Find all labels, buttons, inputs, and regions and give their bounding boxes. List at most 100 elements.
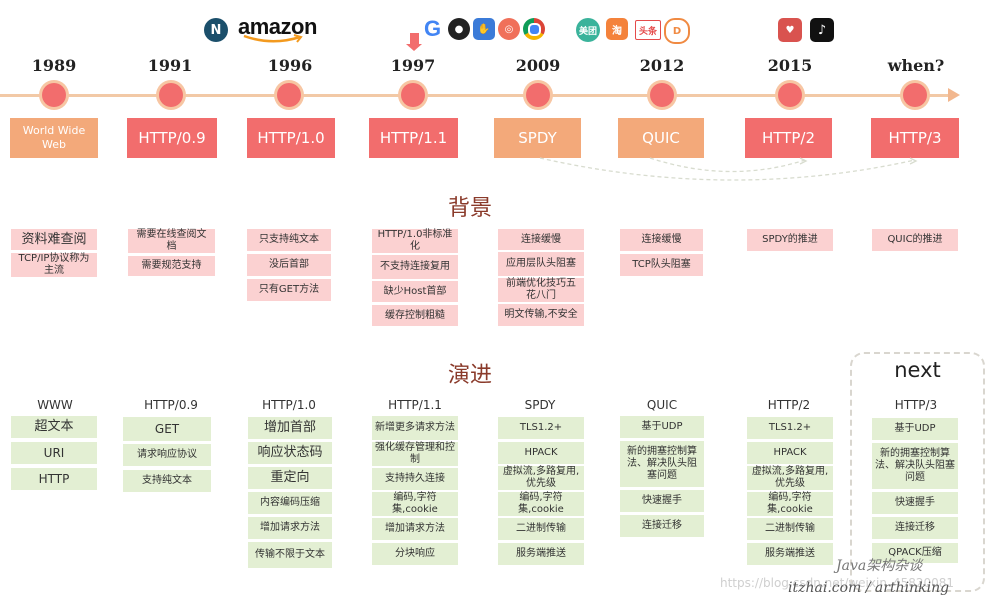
evolution-item: 二进制传输 — [498, 518, 584, 540]
amazon-smile-icon — [243, 34, 303, 43]
timeline-dot — [650, 83, 674, 107]
evolution-item: 编码,字符集,cookie — [747, 492, 833, 516]
era-box-http10: HTTP/1.0 — [247, 118, 335, 158]
evolution-item: 传输不限于文本 — [248, 542, 332, 568]
watermark-site: itzhai.com / arthinking — [788, 580, 950, 596]
section-title-evolution: 演进 — [447, 363, 492, 388]
netscape-logo-icon: N — [204, 18, 228, 42]
era-box-www: World Wide Web — [10, 118, 98, 158]
evolution-dashed-arcs — [539, 157, 918, 181]
evolution-item: 分块响应 — [372, 543, 458, 565]
google-logo-icon: G — [424, 16, 442, 41]
marker-arrow-icon — [406, 44, 422, 51]
evolution-item: 虚拟流,多路复用,优先级 — [498, 466, 584, 490]
evolution-item: 编码,字符集,cookie — [372, 492, 458, 516]
evolution-item: URI — [11, 442, 97, 464]
era-box-quic: QUIC — [618, 118, 704, 158]
background-item: QUIC的推进 — [872, 229, 958, 251]
background-item: 需要规范支持 — [128, 256, 215, 276]
era-box-spdy: SPDY — [494, 118, 581, 158]
timeline-dot — [778, 83, 802, 107]
evolution-item: TLS1.2+ — [747, 417, 833, 439]
timeline-dot — [526, 83, 550, 107]
background-item: 需要在线查阅文档 — [128, 229, 215, 253]
qq-logo-icon: ● — [448, 18, 470, 40]
year-label: 2015 — [767, 56, 813, 75]
evolution-item: 二进制传输 — [747, 518, 833, 540]
background-item: 连接缓慢 — [498, 229, 584, 250]
timeline-dot — [159, 83, 183, 107]
background-item: 应用层队头阻塞 — [498, 252, 584, 276]
background-item: 只有GET方法 — [247, 279, 331, 301]
background-item: 资料难查阅 — [11, 229, 97, 250]
year-label: 1989 — [31, 56, 77, 75]
evolution-item: HPACK — [747, 442, 833, 464]
evolution-column-head: HTTP/1.0 — [262, 398, 316, 412]
next-dashed-frame — [850, 352, 985, 592]
evolution-item: 支持持久连接 — [372, 468, 458, 490]
evolution-item: HPACK — [498, 442, 584, 464]
baidu-logo-icon: ✋ — [473, 18, 495, 40]
evolution-item: 增加请求方法 — [248, 517, 332, 539]
era-box-http11: HTTP/1.1 — [369, 118, 458, 158]
evolution-column-head: HTTP/3 — [894, 398, 938, 412]
toutiao-logo-icon: 头条 — [635, 20, 661, 40]
evolution-item: 新增更多请求方法 — [372, 416, 458, 440]
timeline-dot — [42, 83, 66, 107]
evolution-item: 增加首部 — [248, 417, 332, 439]
evolution-column-head: SPDY — [524, 398, 556, 412]
tiktok-logo-icon: ♪ — [810, 18, 834, 42]
evolution-column-head: HTTP/1.1 — [388, 398, 442, 412]
evolution-item: GET — [123, 417, 211, 441]
era-box-http09: HTTP/0.9 — [127, 118, 217, 158]
background-item: 没后首部 — [247, 254, 331, 276]
timeline-arrow-icon — [948, 88, 960, 102]
background-item: 不支持连接复用 — [372, 255, 458, 279]
next-title: next — [894, 358, 941, 382]
evolution-item: 响应状态码 — [248, 442, 332, 464]
background-item: HTTP/1.0非标准化 — [372, 229, 458, 253]
background-item: SPDY的推进 — [747, 229, 833, 251]
background-item: TCP队头阻塞 — [620, 254, 703, 276]
chrome-logo-icon — [523, 18, 545, 40]
evolution-item: 增加请求方法 — [372, 518, 458, 540]
weibo-logo-icon: ◎ — [498, 18, 520, 40]
timeline-axis — [0, 94, 950, 97]
evolution-item: 新的拥塞控制算法、解决队头阻塞问题 — [872, 443, 958, 489]
era-box-http2: HTTP/2 — [745, 118, 832, 158]
marker-icon — [410, 33, 419, 44]
watermark-url: https://blog.csdn.net/weixin_45820081 — [720, 576, 955, 590]
evolution-item: 服务端推送 — [747, 543, 833, 565]
evolution-item: 新的拥塞控制算法、解决队头阻塞问题 — [620, 441, 704, 487]
evolution-item: 连接迁移 — [872, 517, 958, 539]
year-label: 2012 — [639, 56, 685, 75]
year-label: 2009 — [515, 56, 561, 75]
watermark-brand: Java架构杂谈 — [836, 558, 923, 574]
evolution-column-head: HTTP/0.9 — [144, 398, 198, 412]
evolution-column-head: QUIC — [646, 398, 678, 412]
meituan-logo-icon: 美团 — [576, 18, 600, 42]
timeline-dot — [277, 83, 301, 107]
timeline-dot — [401, 83, 425, 107]
evolution-item: 基于UDP — [872, 418, 958, 440]
background-item: TCP/IP协议称为主流 — [11, 253, 97, 277]
evolution-column-head: WWW — [37, 398, 73, 412]
background-item: 缺少Host首部 — [372, 281, 458, 302]
evolution-item: 超文本 — [11, 416, 97, 438]
evolution-item: 快速握手 — [872, 492, 958, 514]
evolution-item: 内容编码压缩 — [248, 492, 332, 514]
evolution-item: QPACK压缩 — [872, 543, 958, 563]
didi-logo-icon: D — [664, 18, 690, 44]
evolution-item: 服务端推送 — [498, 543, 584, 565]
evolution-column-head: HTTP/2 — [767, 398, 811, 412]
taobao-logo-icon: 淘 — [606, 18, 628, 40]
year-label: 1991 — [147, 56, 193, 75]
background-item: 前端优化技巧五花八门 — [498, 278, 584, 302]
year-label: when? — [887, 56, 945, 75]
background-item: 缓存控制粗糙 — [372, 305, 458, 326]
evolution-item: 强化缓存管理和控制 — [372, 442, 458, 466]
app-logo-icon: ♥ — [778, 18, 802, 42]
year-label: 1997 — [390, 56, 436, 75]
evolution-item: HTTP — [11, 468, 97, 490]
evolution-item: 快速握手 — [620, 490, 704, 512]
